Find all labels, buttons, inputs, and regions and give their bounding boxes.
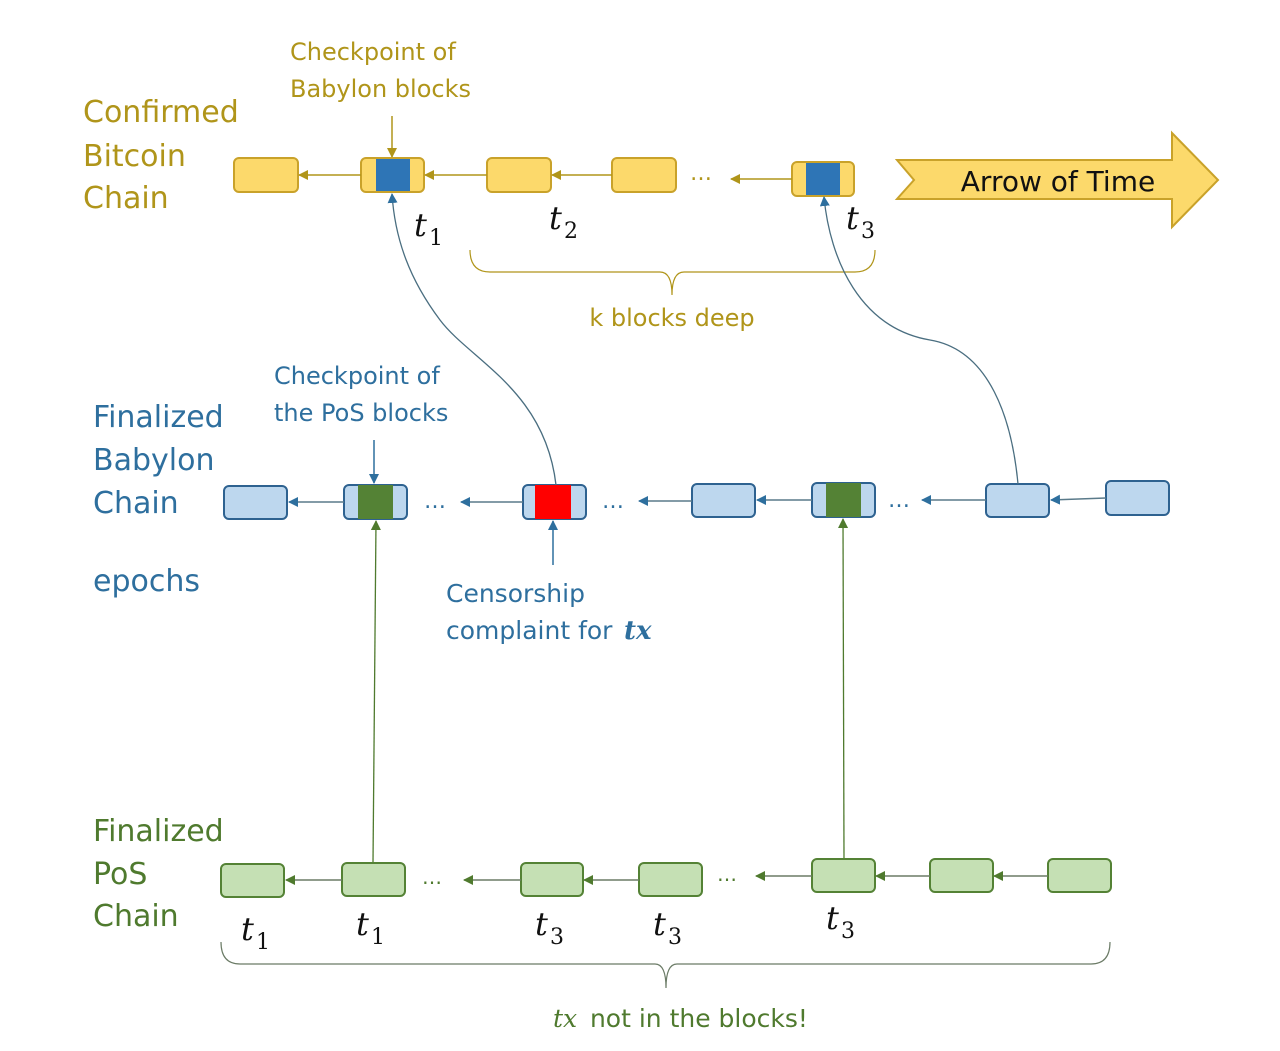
- pos-block: [929, 858, 994, 893]
- bitcoin-block: [233, 157, 299, 193]
- time-label-var: t: [535, 905, 548, 943]
- censorship-complaint-block: [522, 484, 587, 520]
- babylon-label-line: Finalized: [93, 400, 224, 435]
- time-label-var: t: [846, 199, 859, 237]
- babylon-block: [223, 485, 288, 520]
- arrow-of-time-label: Arrow of Time: [961, 165, 1155, 198]
- censorship-note-line2: complaint for: [446, 616, 620, 645]
- babylon-label-line: Chain: [93, 486, 179, 521]
- babylon-block: [1105, 480, 1170, 516]
- pos-label-line: PoS: [93, 857, 147, 892]
- pos-to-babylon-checkpoint-arrow: [370, 520, 381, 864]
- time-label-var: t: [653, 905, 666, 943]
- bitcoin-chain-label: Confirmed Bitcoin Chain: [83, 95, 239, 216]
- ellipsis: …: [422, 865, 442, 889]
- pos-block: [341, 862, 406, 897]
- bitcoin-checkpoint-block: [791, 161, 855, 197]
- k-blocks-deep-label: k blocks deep: [589, 304, 754, 332]
- time-label-sub: 1: [429, 226, 443, 251]
- babylon-chain-label: Finalized Babylon Chain epochs: [93, 400, 224, 599]
- pos-to-babylon-checkpoint-arrow: [838, 518, 849, 860]
- bitcoin-blocks: …: [233, 157, 855, 197]
- tx-variable: tx: [624, 616, 652, 646]
- time-label-sub: 3: [668, 925, 682, 950]
- censorship-note-line1: Censorship: [446, 579, 585, 608]
- pos-block: [811, 858, 876, 893]
- pos-block: [1047, 858, 1112, 893]
- time-label-var: t: [826, 899, 839, 937]
- ellipsis: …: [424, 489, 446, 514]
- time-label-sub: 1: [256, 930, 270, 955]
- not-in-blocks-label: not in the blocks!: [582, 1004, 808, 1033]
- pos-label-line: Chain: [93, 899, 179, 934]
- time-label-sub: 3: [861, 219, 875, 244]
- bitcoin-label-line: Bitcoin: [83, 139, 186, 174]
- babylon-to-bitcoin-checkpoint-arrow: [819, 196, 1019, 485]
- time-label-var: t: [356, 905, 369, 943]
- babylon-blocks: … … …: [223, 480, 1170, 520]
- ellipsis: …: [717, 862, 737, 886]
- arrow-of-time: Arrow of Time: [894, 130, 1220, 230]
- babylon-block: [985, 483, 1050, 518]
- time-label-sub: 2: [564, 219, 578, 244]
- epochs-label: epochs: [93, 564, 200, 599]
- time-label-var: t: [414, 206, 427, 244]
- babylon-checkpoint-note: the PoS blocks: [274, 399, 448, 427]
- time-label-var: t: [549, 199, 562, 237]
- babylon-to-bitcoin-checkpoint-arrow: [387, 193, 557, 486]
- tx-variable: tx: [553, 1004, 577, 1033]
- time-label-sub: 3: [550, 925, 564, 950]
- chain-link-arrow: [1050, 494, 1107, 505]
- bitcoin-checkpoint-note: Checkpoint of: [290, 38, 456, 66]
- ellipsis: …: [602, 489, 624, 514]
- pos-label-line: Finalized: [93, 814, 224, 849]
- babylon-checkpoint-block: [811, 482, 876, 518]
- time-label-sub: 3: [841, 919, 855, 944]
- pos-blocks: … …: [220, 858, 1112, 898]
- ellipsis: …: [888, 488, 910, 513]
- not-in-blocks-brace: [220, 941, 1111, 989]
- pos-block: [220, 863, 285, 898]
- bitcoin-block: [611, 157, 677, 193]
- bitcoin-checkpoint-block: [360, 157, 425, 193]
- k-blocks-brace: [469, 249, 876, 296]
- babylon-label-line: Babylon: [93, 443, 214, 478]
- babylon-block: [691, 483, 756, 518]
- babylon-checkpoint-note: Checkpoint of: [274, 362, 440, 390]
- ellipsis: …: [690, 161, 712, 186]
- bitcoin-label-line: Chain: [83, 181, 169, 216]
- bitcoin-checkpoint-note: Babylon blocks: [290, 75, 471, 103]
- pos-block: [638, 862, 703, 897]
- pos-time-labels: t 1 t 1 t 3 t 3 t 3: [241, 899, 855, 955]
- babylon-checkpoint-block: [343, 484, 408, 520]
- bitcoin-time-labels: t 1 t 2 t 3: [414, 199, 875, 251]
- pos-chain-label: Finalized PoS Chain: [93, 814, 224, 934]
- pos-block: [520, 862, 584, 897]
- time-label-sub: 1: [371, 925, 385, 950]
- bitcoin-label-line: Confirmed: [83, 95, 239, 130]
- time-label-var: t: [241, 910, 254, 948]
- bitcoin-block: [486, 157, 552, 193]
